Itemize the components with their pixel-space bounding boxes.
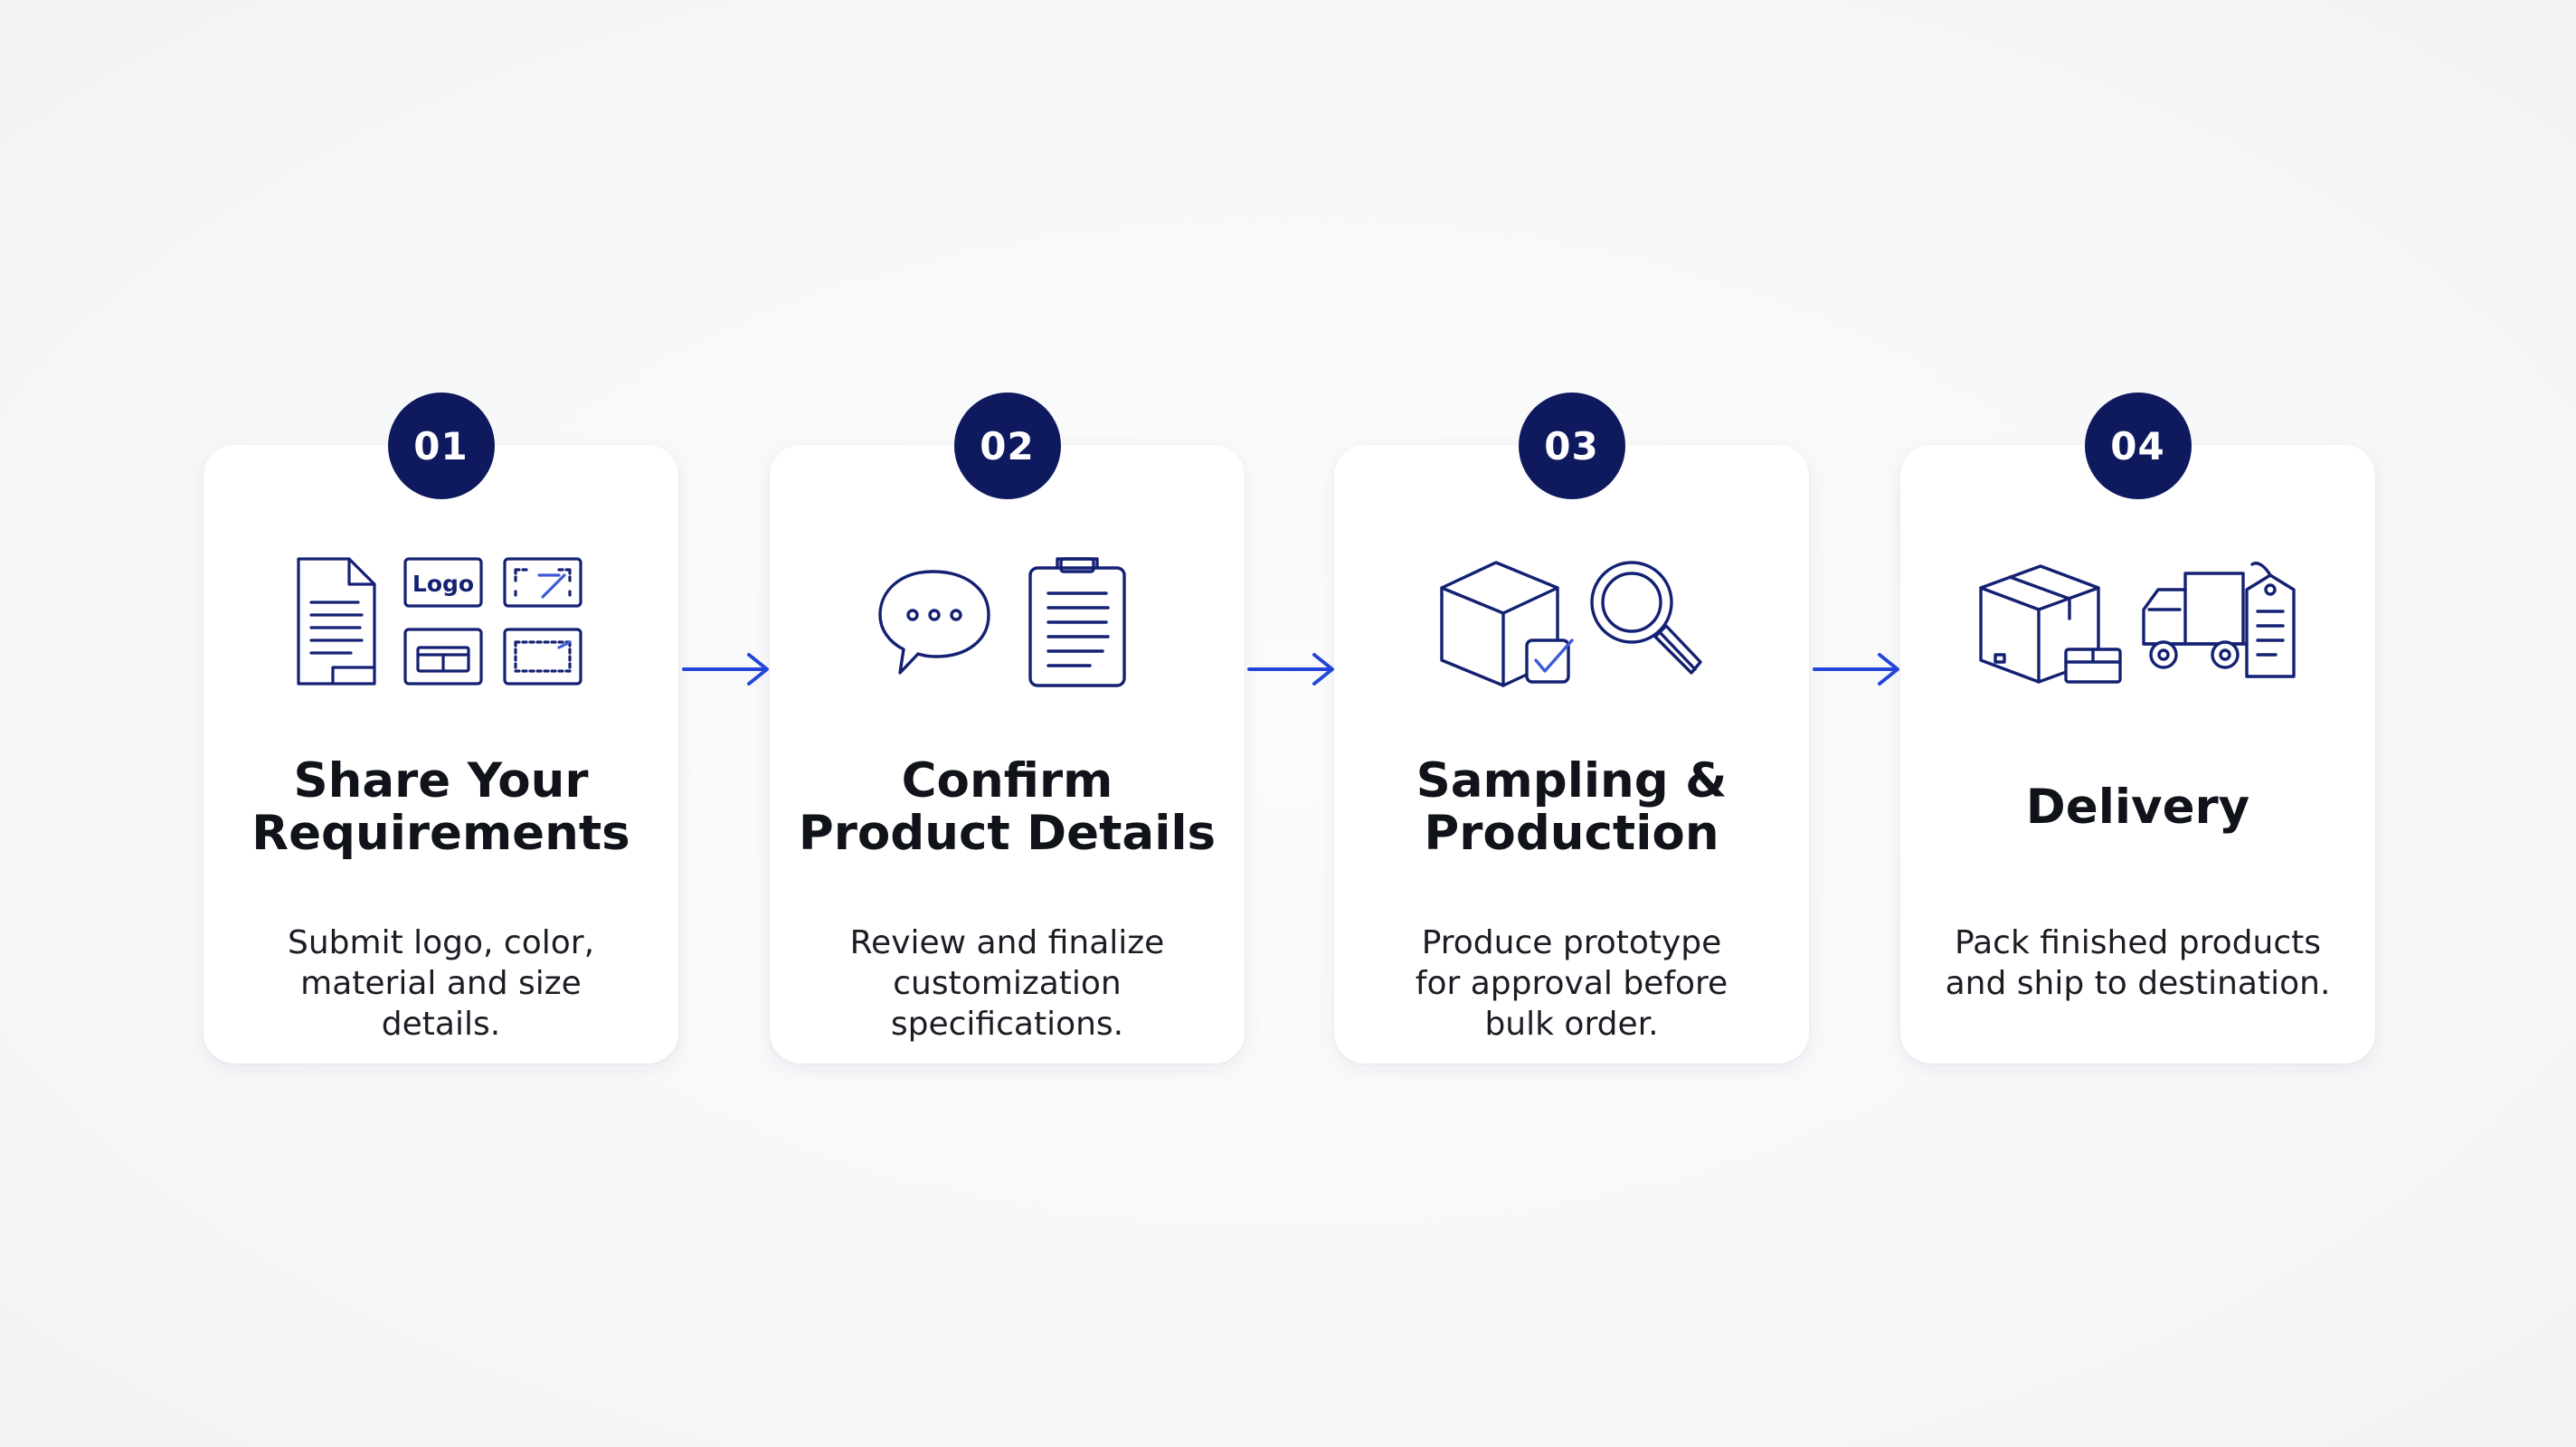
- process-steps: 01 Logo: [204, 392, 2375, 1064]
- step-title: Sampling & Production: [1416, 753, 1728, 861]
- step-card-04: 04: [1900, 392, 2375, 1064]
- logo-label: Logo: [412, 571, 473, 597]
- step-description: Pack finished products and ship to desti…: [1945, 924, 2331, 1002]
- step-title: Delivery: [2025, 780, 2250, 835]
- box-check-magnifier-icon: [1334, 553, 1809, 689]
- step-number-badge: 03: [1518, 392, 1625, 499]
- step-title: Confirm Product Details: [798, 753, 1217, 861]
- step-card-03: 03 Sampling & Production Produce prototy…: [1334, 392, 1809, 1064]
- arrow-right-icon: [1247, 653, 1334, 686]
- step-number-badge: 01: [387, 392, 495, 499]
- step-description: Produce prototype for approval before bu…: [1415, 924, 1728, 1043]
- step-card-01: 01 Logo: [204, 392, 678, 1064]
- arrow-right-icon: [682, 653, 769, 686]
- step-card-02: 02 Confirm Product Details Review: [770, 392, 1245, 1064]
- boxes-truck-tag-icon: [1900, 553, 2375, 689]
- chat-clipboard-icon: [770, 553, 1245, 689]
- step-title: Share Your Requirements: [251, 753, 630, 861]
- step-number-badge: 02: [953, 392, 1061, 499]
- step-description: Review and finalize customization specif…: [849, 924, 1165, 1043]
- document-logo-templates-icon: Logo: [204, 553, 678, 689]
- arrow-right-icon: [1813, 653, 1899, 686]
- step-number-badge: 04: [2084, 392, 2192, 499]
- step-description: Submit logo, color, material and size de…: [287, 924, 595, 1043]
